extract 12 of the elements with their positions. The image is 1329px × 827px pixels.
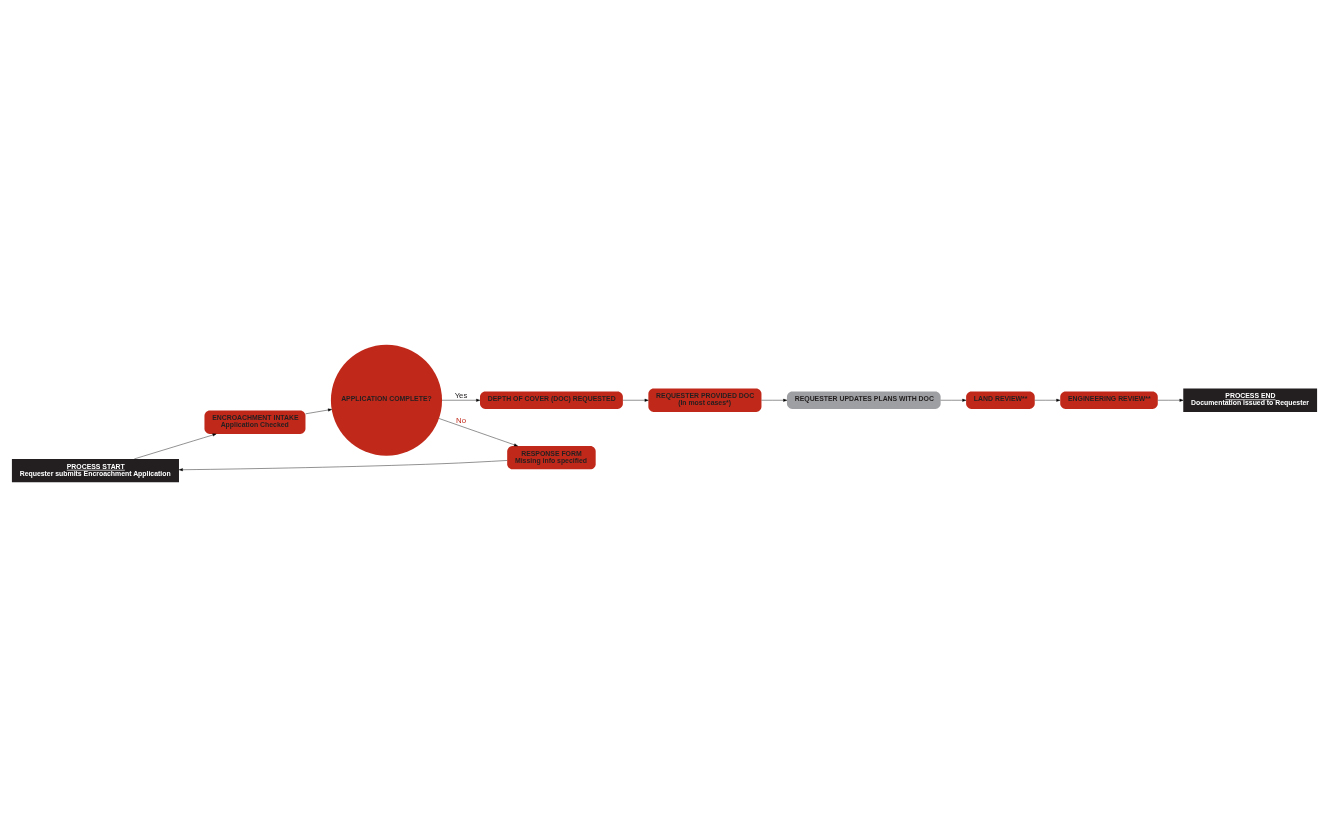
- arrow: [134, 433, 217, 460]
- arrow: [305, 408, 332, 415]
- edge-label: No: [456, 415, 466, 425]
- arrow: [438, 418, 518, 447]
- arrow: [1157, 398, 1184, 402]
- arrow: [761, 398, 788, 402]
- edge-label: Yes: [454, 390, 468, 400]
- arrow: [940, 398, 967, 402]
- arrow: [622, 398, 649, 402]
- arrow: [178, 460, 508, 472]
- arrow: [1034, 398, 1061, 402]
- arrow: [441, 398, 481, 402]
